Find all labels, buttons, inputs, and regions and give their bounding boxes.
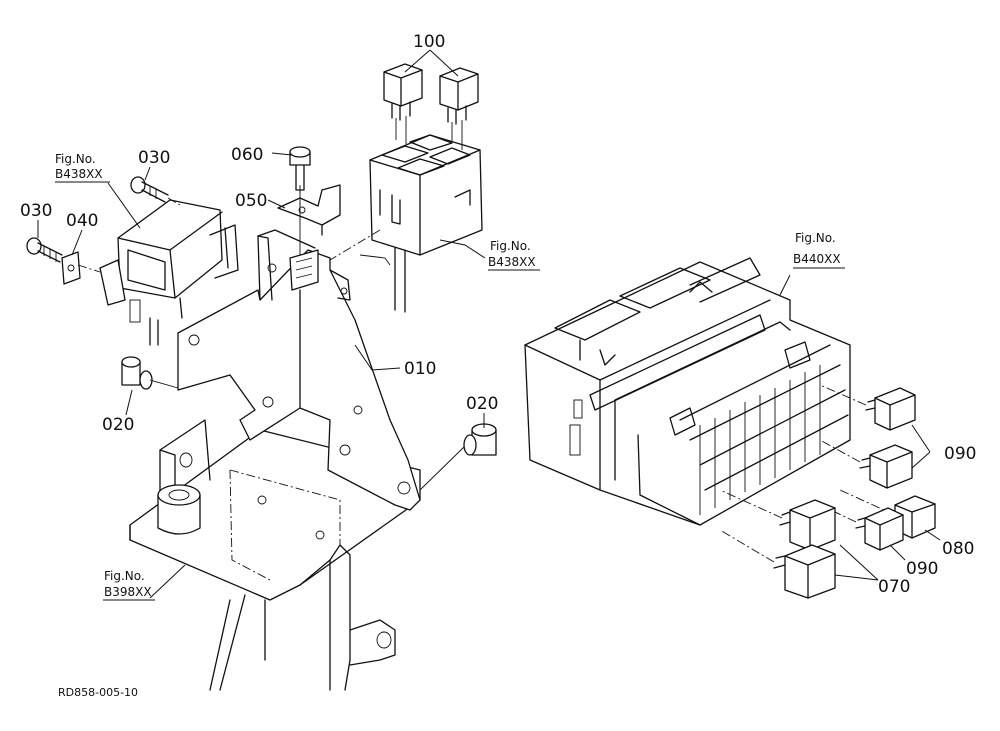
fig-ref-3-label: Fig.No. [795, 231, 836, 245]
fig-ref-1-code: B438XX [55, 167, 103, 181]
clamp-050 [277, 184, 341, 236]
assembly-lines [77, 185, 381, 273]
callout-040: 040 [66, 211, 98, 231]
relay-090-top [819, 384, 916, 431]
callout-010: 010 [404, 359, 436, 379]
screw-030-left [26, 237, 63, 263]
callout-020-left: 020 [102, 415, 134, 435]
fig-ref-4-code: B398XX [104, 585, 152, 599]
relay-socket [359, 134, 483, 313]
callout-100: 100 [413, 32, 445, 52]
relay-100-left [383, 63, 423, 144]
relay-block-left [99, 199, 239, 346]
fuse-box [524, 257, 851, 526]
callout-050: 050 [235, 191, 267, 211]
figure-references: Fig.No. B438XX Fig.No. B438XX Fig.No. B4… [55, 152, 841, 599]
fig-ref-2-label: Fig.No. [490, 239, 531, 253]
relay-100-right [439, 67, 479, 150]
small-connector [289, 249, 319, 291]
screw-030-top [130, 176, 169, 203]
leader-lines [37, 49, 941, 601]
callout-090-right: 090 [944, 444, 976, 464]
relay-090-low [809, 499, 904, 551]
fig-ref-2-code: B438XX [488, 255, 536, 269]
drawing-code: RD858-005-10 [58, 686, 138, 699]
callout-080: 080 [942, 539, 974, 559]
fig-ref-1-label: Fig.No. [55, 152, 96, 166]
bolt-020-right [419, 423, 497, 491]
callout-labels: 100 030 030 040 060 050 010 020 020 090 … [20, 32, 976, 597]
fig-ref-4-label: Fig.No. [104, 569, 145, 583]
relay-090-mid [819, 439, 913, 489]
washer-040 [61, 251, 81, 285]
relay-070-upper [719, 489, 836, 551]
callout-060: 060 [231, 145, 263, 165]
callout-070: 070 [878, 577, 910, 597]
callout-020-right: 020 [466, 394, 498, 414]
callout-090-low: 090 [906, 559, 938, 579]
relay-070-lower [719, 529, 836, 599]
bolt-020-left [121, 356, 179, 390]
callout-030-top: 030 [138, 148, 170, 168]
callout-030-left: 030 [20, 201, 52, 221]
fig-ref-3-code: B440XX [793, 252, 841, 266]
